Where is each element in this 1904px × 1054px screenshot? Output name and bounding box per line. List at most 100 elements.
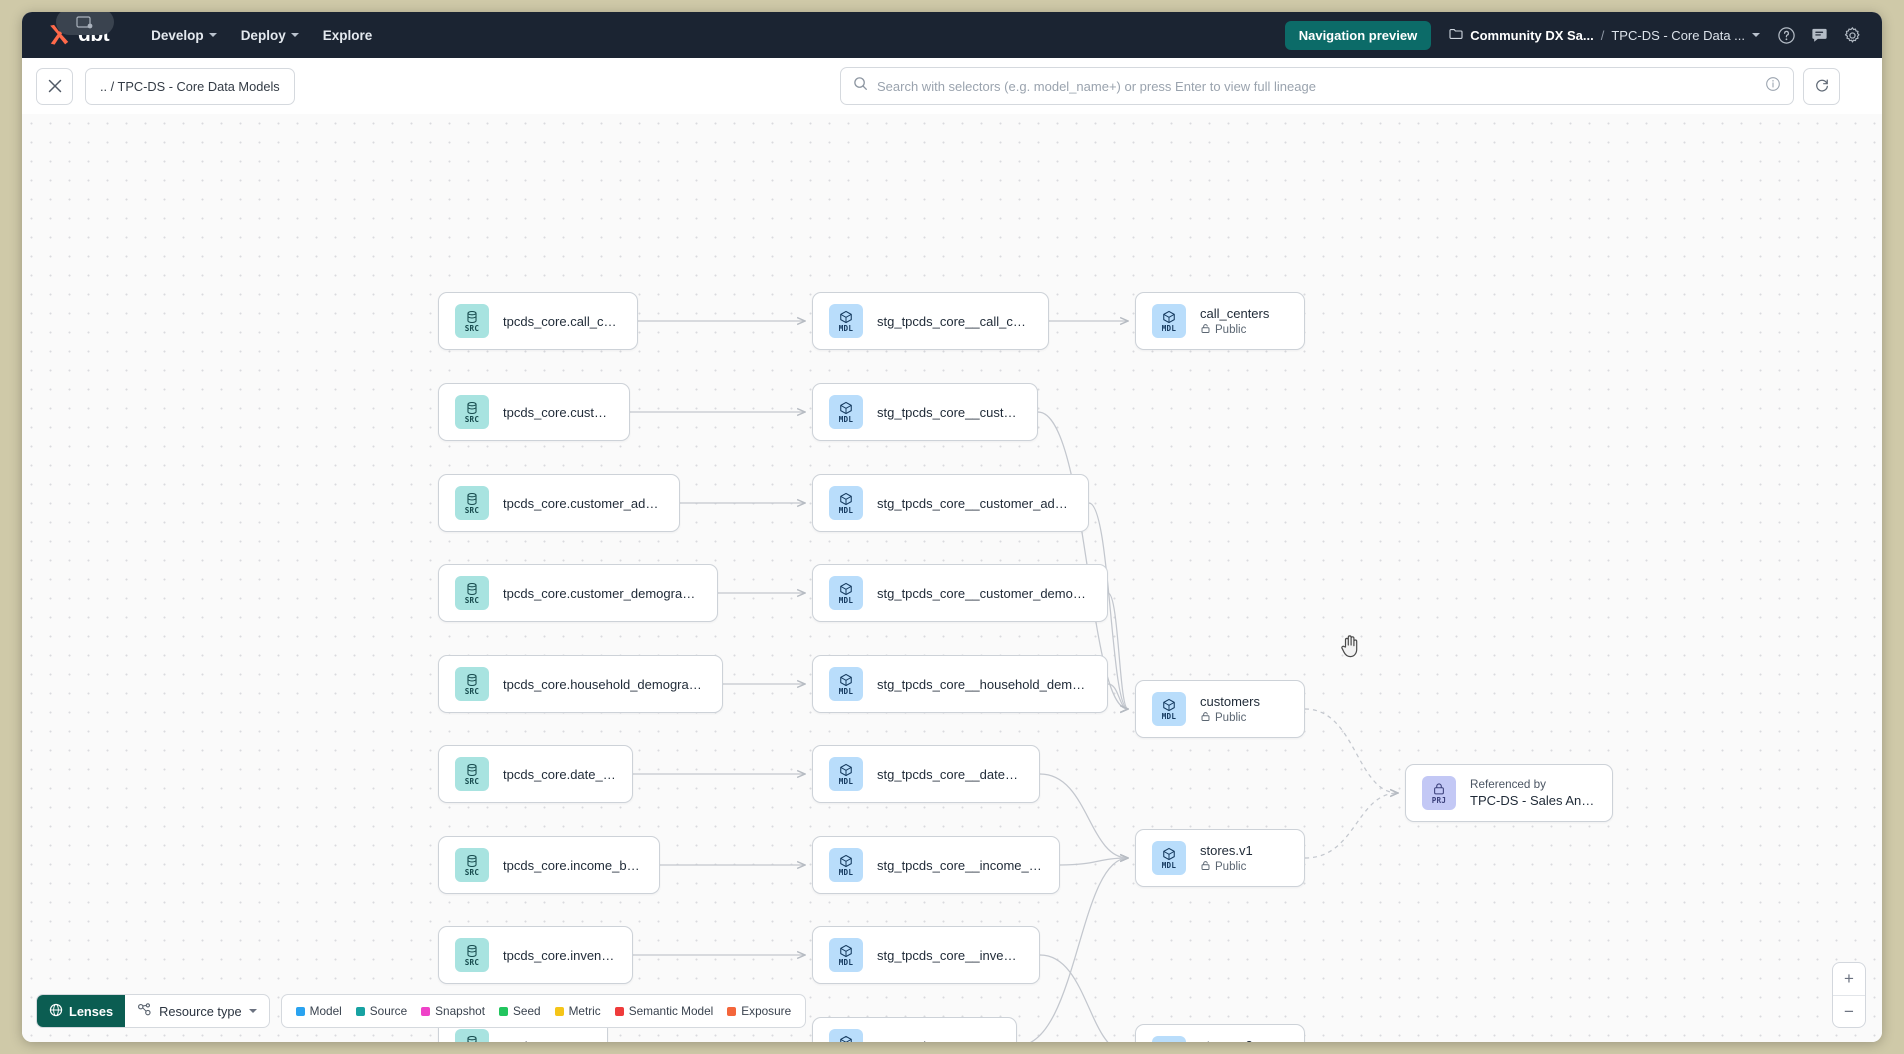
node-type-badge-mdl: MDL <box>829 757 863 791</box>
breadcrumb-account[interactable]: Community DX Sa... <box>1470 27 1594 43</box>
help-circle-icon[interactable] <box>1776 25 1796 45</box>
node-type-label: MDL <box>838 415 854 424</box>
refresh-button[interactable] <box>1803 67 1840 105</box>
search-box[interactable] <box>840 67 1794 105</box>
search-input[interactable] <box>877 78 1756 94</box>
node-text: stg_tpcds_core__household_demogr… <box>877 677 1091 692</box>
node-type-label: SRC <box>464 687 480 696</box>
topnav-breadcrumb: Community DX Sa... / TPC-DS - Core Data … <box>1449 28 1760 43</box>
database-icon <box>465 853 479 868</box>
refresh-icon <box>1815 79 1828 92</box>
legend-item[interactable]: Metric <box>554 1004 601 1018</box>
cube-icon <box>839 581 853 596</box>
node-text: stg_tpcds_core__inventory <box>877 948 1023 963</box>
nav-item-explore[interactable]: Explore <box>311 22 385 49</box>
lenses-button[interactable]: Lenses <box>37 995 126 1027</box>
node-type-label: MDL <box>1161 324 1177 333</box>
node-text: stg_tpcds_core__customer_address <box>877 496 1072 511</box>
node-type-badge-mdl: MDL <box>829 938 863 972</box>
chevron-down-icon <box>208 33 217 37</box>
chevron-down-icon[interactable] <box>1752 33 1760 37</box>
cube-icon <box>839 943 853 958</box>
lineage-breadcrumb-chip[interactable]: .. / TPC-DS - Core Data Models <box>85 67 295 105</box>
node-title: stg_tpcds_core__store <box>877 1039 1000 1043</box>
lineage-node-mdl-stg-call-center[interactable]: MDL stg_tpcds_core__call_center <box>812 292 1049 350</box>
legend-item[interactable]: Semantic Model <box>614 1004 713 1018</box>
legend-item[interactable]: Snapshot <box>421 1004 485 1018</box>
node-type-badge-mdl: MDL <box>1152 692 1186 726</box>
node-title: customers <box>1200 693 1260 709</box>
legend-label: Model <box>309 1004 342 1018</box>
node-type-label: MDL <box>1161 712 1177 721</box>
node-title: stg_tpcds_core__call_center <box>877 313 1032 329</box>
legend-item[interactable]: Model <box>295 1004 342 1018</box>
database-icon <box>465 1034 479 1042</box>
zoom-out-button[interactable]: − <box>1833 995 1865 1027</box>
legend-item[interactable]: Seed <box>499 1004 541 1018</box>
database-icon <box>465 309 479 324</box>
nodes-icon <box>137 1002 152 1020</box>
node-type-label: MDL <box>838 506 854 515</box>
nav-item-deploy-label: Deploy <box>240 27 286 43</box>
node-type-badge-src: SRC <box>455 848 489 882</box>
node-title: tpcds_core.household_demographics <box>503 676 706 692</box>
node-type-label: MDL <box>838 324 854 333</box>
database-icon <box>465 491 479 506</box>
lineage-node-mdl-stg-date-dim[interactable]: MDL stg_tpcds_core__date_dim <box>812 745 1040 803</box>
node-type-badge-src: SRC <box>455 395 489 429</box>
legend-item[interactable]: Exposure <box>727 1004 791 1018</box>
lineage-edge <box>1059 858 1128 866</box>
lens-icon <box>49 1003 63 1020</box>
lineage-node-mdl-stg-customer-address[interactable]: MDL stg_tpcds_core__customer_address <box>812 474 1089 532</box>
nav-item-deploy[interactable]: Deploy <box>229 22 311 49</box>
legend-swatch <box>499 1006 509 1016</box>
app-window: dbt Develop Deploy Explore Navigation pr… <box>22 12 1882 1042</box>
feedback-icon[interactable] <box>1809 25 1829 45</box>
legend-item[interactable]: Source <box>355 1004 407 1018</box>
lineage-node-src-household-demographics[interactable]: SRC tpcds_core.household_demographics <box>438 655 723 713</box>
navigation-preview-button[interactable]: Navigation preview <box>1284 20 1432 50</box>
node-type-badge-mdl: MDL <box>829 395 863 429</box>
cube-icon <box>839 1034 853 1042</box>
node-text: tpcds_core.store <box>503 1039 591 1043</box>
resource-type-select[interactable]: Resource type <box>125 995 269 1027</box>
node-type-label: SRC <box>464 958 480 967</box>
breadcrumb-project[interactable]: TPC-DS - Core Data ... <box>1611 27 1745 43</box>
info-icon[interactable] <box>1765 76 1781 97</box>
node-access-label: Public <box>1215 711 1247 724</box>
gear-icon[interactable] <box>1842 25 1862 45</box>
database-icon <box>465 400 479 415</box>
node-access: Public <box>1200 711 1260 725</box>
bottom-toolbar: Lenses Resource type Model Source Snapshot… <box>36 994 807 1028</box>
node-title: stg_tpcds_core__date_dim <box>877 766 1023 782</box>
nav-item-develop[interactable]: Develop <box>139 22 229 49</box>
zoom-in-button[interactable]: + <box>1844 969 1854 988</box>
node-type-label: MDL <box>1161 861 1177 870</box>
node-type-badge-mdl: MDL <box>829 304 863 338</box>
chevron-down-icon <box>248 1009 257 1013</box>
lineage-node-mdl-stg-inventory[interactable]: MDL stg_tpcds_core__inventory <box>812 926 1040 984</box>
close-lineage-button[interactable] <box>36 67 73 105</box>
node-text: stg_tpcds_core__date_dim <box>877 767 1023 782</box>
